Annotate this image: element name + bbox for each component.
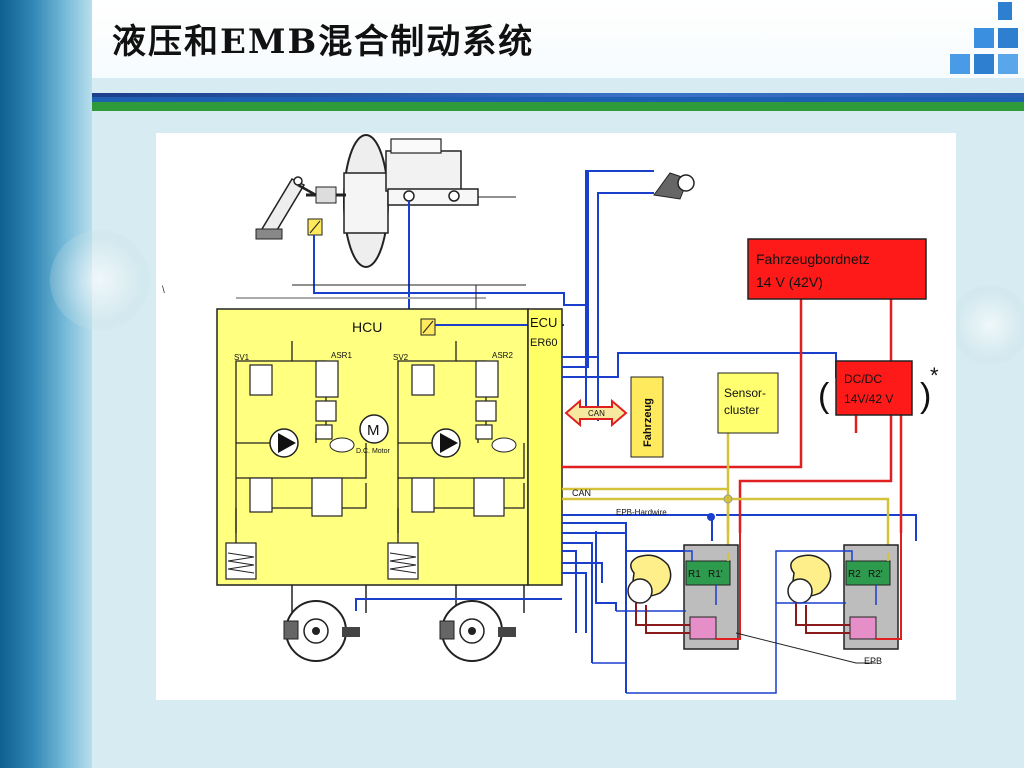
- diagram-svg: \: [162, 134, 939, 694]
- r2p-label: R2': [868, 569, 883, 580]
- epb-hardwire-label: EPB-Hardwire: [616, 508, 667, 517]
- power-wires: [562, 299, 903, 533]
- module-wiring-yellow: [727, 553, 889, 561]
- front-right-wheel: [439, 600, 516, 662]
- motor-symbol: M: [367, 422, 380, 439]
- accumulator-springs: [227, 552, 417, 574]
- module-wiring-darkred: [635, 603, 850, 634]
- asr2-label: ASR2: [492, 351, 513, 360]
- can-arrow: [564, 398, 628, 428]
- decorative-circle-left: [50, 230, 150, 330]
- pump-circuit-2: [431, 428, 517, 458]
- vehicle-box: [630, 376, 664, 458]
- rear-right-emb-module: [787, 544, 899, 650]
- hcu-block: [216, 308, 529, 586]
- can-bus-label: CAN: [572, 488, 591, 498]
- sv1-label: SV1: [234, 353, 250, 362]
- hcu-label: HCU: [352, 319, 382, 335]
- brake-system-diagram: \: [156, 133, 956, 700]
- asr1-label: ASR1: [331, 351, 352, 360]
- pump-circuit-1: [269, 428, 355, 458]
- er60-label: ER60: [530, 337, 558, 349]
- decorative-circle-right: [950, 285, 1024, 365]
- dcdc-label-line2: 14V/42 V: [844, 392, 893, 406]
- vehicle-label: Fahrzeug: [642, 398, 654, 447]
- can-arrow-label: CAN: [588, 409, 605, 418]
- epb-junction: [707, 513, 715, 521]
- sensor-cluster-box: [717, 372, 779, 434]
- sensor-cluster-wires: [562, 433, 890, 553]
- r1p-label: R1': [708, 569, 723, 580]
- power-label-line1: Fahrzeugbordnetz: [756, 251, 870, 267]
- stray-mark: \: [162, 285, 165, 296]
- dcdc-asterisk: *: [930, 363, 939, 388]
- brake-pedal: [255, 176, 317, 240]
- left-accent-bar: [0, 0, 92, 768]
- front-left-wheel: [283, 600, 360, 662]
- r1-label: R1: [688, 569, 701, 580]
- ecu-label: ECU: [530, 315, 557, 330]
- module-wiring-red: [716, 533, 902, 640]
- header-divider-blue: [92, 93, 1024, 97]
- module-wiring-blue: [592, 550, 877, 694]
- dc-motor: [359, 414, 389, 444]
- sensor-cluster-line2: cluster: [724, 403, 759, 417]
- header-divider-stripe: [92, 97, 1024, 111]
- ecu-block: [527, 308, 563, 586]
- brake-booster-assembly: [306, 134, 516, 268]
- dcdc-paren-right: ): [920, 377, 931, 415]
- sensor-cluster-line1: Sensor-: [724, 386, 766, 400]
- corner-logo-squares: [934, 0, 1024, 80]
- dcdc-paren-left: (: [818, 377, 830, 415]
- r2-label: R2: [848, 569, 861, 580]
- valves: [249, 360, 505, 517]
- epb-label: EPB: [864, 656, 882, 666]
- dcdc-label-line1: DC/DC: [844, 372, 882, 386]
- sv2-label: SV2: [393, 353, 409, 362]
- accelerator-sensor: [653, 172, 695, 200]
- motor-label: D.C. Motor: [356, 448, 391, 455]
- dcdc-box: [835, 360, 913, 416]
- vehicle-power-box: [747, 238, 927, 300]
- epb-leader: [735, 632, 876, 664]
- cluster-junction: [723, 494, 733, 504]
- power-label-line2: 14 V (42V): [756, 274, 823, 290]
- rear-left-emb-module: [627, 544, 739, 650]
- slide-title: 液压和EMB混合制动系统: [112, 22, 535, 62]
- slide-header: [92, 0, 1024, 78]
